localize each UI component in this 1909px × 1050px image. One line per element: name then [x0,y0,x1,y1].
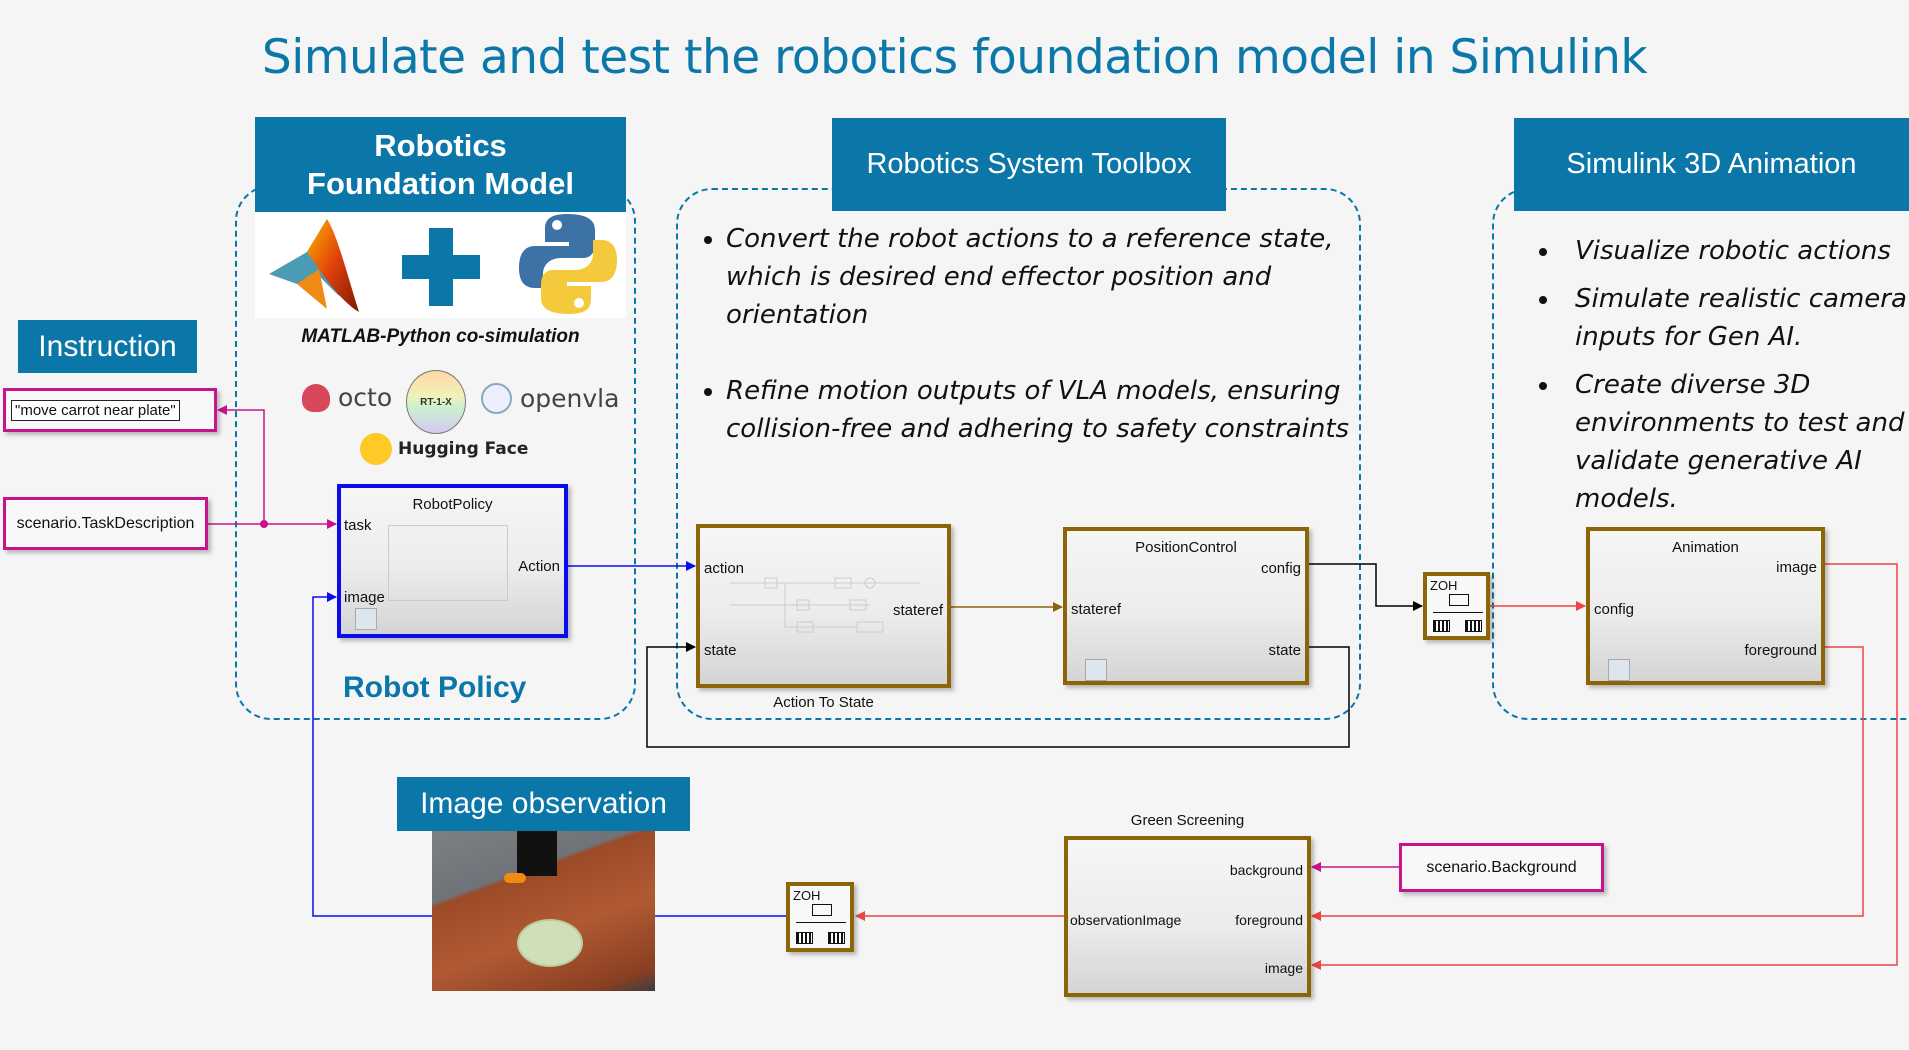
port-config: config [1260,560,1301,577]
plate [517,919,583,967]
rt1x-logo: RT-1-X [406,370,466,434]
logo-panel [255,212,626,318]
port-state: state [704,642,737,659]
port-image: image [1264,960,1303,976]
robot-policy-label: Robot Policy [343,671,527,704]
animation-banner: Simulink 3D Animation [1514,118,1909,211]
port-background: background [1229,862,1303,878]
port-foreground: foreground [1744,642,1817,659]
plus-icon [402,228,480,306]
bullet: Convert the robot actions to a reference… [726,220,1366,334]
animation-block[interactable]: Animation config image foreground [1586,527,1825,685]
port-image: image [344,589,385,606]
display-signal-line [217,405,265,524]
zoh-block-observation[interactable]: ZOH [786,882,854,952]
port-stateref: stateref [1071,601,1122,618]
animation-bullets: Visualize robotic actions Simulate reali… [1515,232,1909,518]
subsystem-preview [388,525,508,601]
subsystem-link-icon [1608,659,1630,681]
instruction-banner: Instruction [18,320,197,373]
block-label: Action To State [773,694,874,711]
port-action: Action [518,558,560,575]
config-signal-line [1309,563,1423,611]
system-toolbox-banner: Robotics System Toolbox [832,118,1226,211]
bullet: Refine motion outputs of VLA models, ens… [726,372,1366,448]
action-to-state-block[interactable]: action state stateref Action To State [696,524,951,711]
bullet: Create diverse 3D environments to test a… [1561,366,1909,518]
observation-photo [432,831,655,991]
branch-point [260,520,268,528]
cosim-caption: MATLAB-Python co-simulation [301,326,580,347]
hugging-face-logo: Hugging Face [360,433,528,465]
robot-gripper [517,831,557,876]
subsystem-preview [730,577,920,633]
background-source-block[interactable]: scenario.Background [1399,843,1604,892]
hugging-face-icon [360,433,392,465]
port-stateref: stateref [892,602,943,619]
carrot [504,873,526,883]
port-foreground: foreground [1235,912,1303,928]
bullet: Simulate realistic camera inputs for Gen… [1561,280,1909,356]
octo-logo: octo [302,383,392,412]
state-feedback-line [646,642,1350,748]
system-toolbox-bullets: Convert the robot actions to a reference… [700,220,1366,448]
green-screening-block[interactable]: observationImage background foreground i… [1064,836,1311,997]
image-observation-banner: Image observation [397,777,690,831]
matlab-logo-icon [269,219,359,312]
page-title: Simulate and test the robotics foundatio… [261,30,1648,85]
port-config: config [1594,601,1635,618]
instruction-display-value: "move carrot near plate" [11,399,180,421]
task-description-block[interactable]: scenario.TaskDescription [3,497,208,550]
openvla-logo: openvla [481,383,619,414]
robot-policy-block[interactable]: RobotPolicy task image Action [337,484,568,638]
subsystem-link-icon [355,608,377,630]
instruction-display-block[interactable]: "move carrot near plate" [3,388,217,432]
animation-foreground-line [1311,646,1864,921]
port-state: state [1268,642,1301,659]
zoh-block-config[interactable]: ZOH [1423,572,1490,640]
port-action: action [704,560,745,577]
subsystem-link-icon [1085,659,1107,681]
port-image: image [1776,559,1817,576]
foundation-model-banner: Robotics Foundation Model [255,117,626,212]
port-task: task [344,517,372,534]
python-logo-icon [519,214,617,314]
port-observation-image: observationImage [1070,912,1182,928]
robot-arm-icon [481,383,512,414]
octopus-icon [302,383,330,412]
bullet: Visualize robotic actions [1561,232,1909,270]
position-control-block[interactable]: PositionControl stateref config state [1063,527,1309,685]
green-screening-title: Green Screening [1130,812,1245,829]
animation-image-line [1311,563,1898,970]
